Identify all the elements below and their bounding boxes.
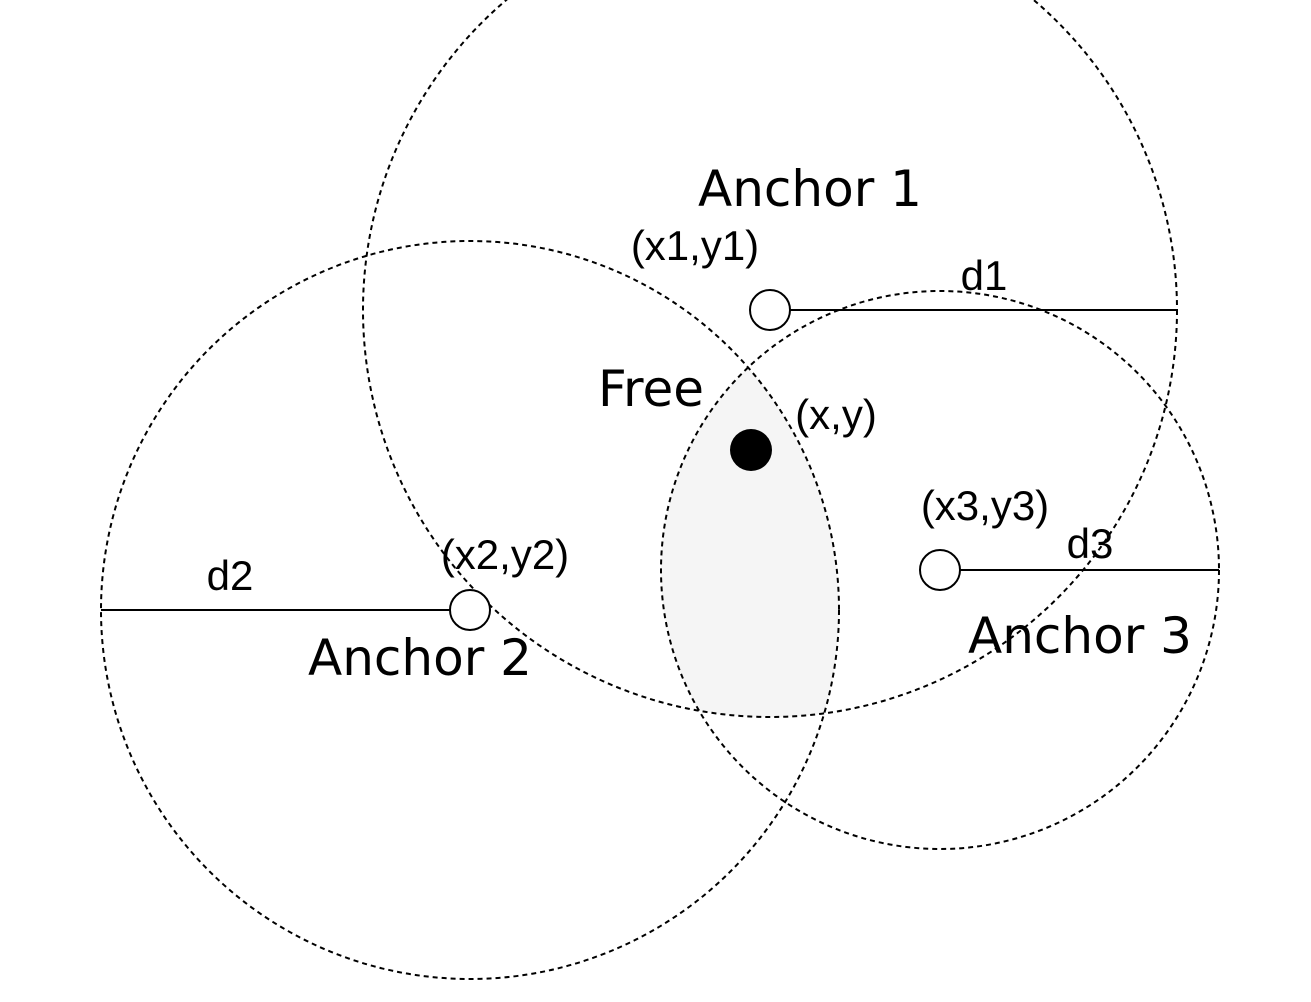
free-node	[730, 429, 772, 471]
anchor-3-distance-label: d3	[1067, 520, 1114, 567]
anchor-2-node	[449, 589, 491, 631]
anchor-1-node	[749, 289, 791, 331]
free-coord-label: (x,y)	[795, 391, 877, 438]
free-label: Free	[598, 360, 704, 418]
anchor-2-distance-label: d2	[207, 552, 254, 599]
anchor-1-coord-label: (x1,y1)	[631, 222, 759, 269]
anchor-1-distance-label: d1	[961, 252, 1008, 299]
anchor-3-coord-label: (x3,y3)	[921, 482, 1049, 529]
anchor-3-label: Anchor 3	[968, 607, 1192, 665]
anchor-2-label: Anchor 2	[308, 629, 532, 687]
anchor-2-range-circle	[100, 240, 840, 980]
anchor-2-coord-label: (x2,y2)	[441, 531, 569, 578]
anchor-3-node	[919, 549, 961, 591]
anchor-1-label: Anchor 1	[698, 160, 922, 218]
